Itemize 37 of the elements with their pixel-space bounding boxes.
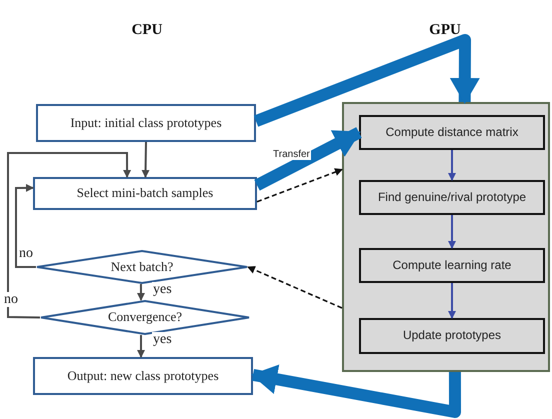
gpu-panel (342, 102, 550, 372)
arrow (448, 215, 456, 249)
node-text: Select mini-batch samples (76, 186, 214, 201)
arrow (448, 150, 456, 181)
node-text: Convergence? (108, 310, 182, 325)
arrow (7, 152, 132, 318)
node-text: Output: new class prototypes (67, 368, 219, 384)
process-box (33, 357, 253, 395)
arrow (136, 284, 145, 301)
process-box (359, 318, 545, 354)
node-text: Update prototypes (402, 329, 502, 343)
arrow (137, 335, 146, 358)
edge-label: no (3, 292, 19, 308)
column-heading: CPU (132, 22, 162, 39)
process-box (36, 104, 256, 142)
edge-label: yes (152, 282, 173, 298)
dashed-arrow (256, 168, 343, 202)
arrow (142, 142, 150, 178)
column-heading: GPU (429, 22, 461, 39)
edge-label: yes (152, 332, 173, 348)
transfer-arrow (254, 127, 362, 191)
arrow (448, 283, 456, 319)
node-text: Compute distance matrix (386, 126, 518, 140)
arrow (15, 184, 36, 268)
edge-label: Transfer (272, 149, 311, 160)
dashed-arrow (247, 266, 342, 309)
process-box (359, 180, 545, 215)
process-box (359, 115, 545, 150)
process-box (359, 248, 545, 283)
node-text: Compute learning rate (392, 258, 512, 272)
transfer-arrow (254, 34, 480, 127)
process-box (33, 177, 257, 210)
node-text: Input: initial class prototypes (70, 116, 222, 130)
decision-diamond (40, 300, 250, 335)
decision-diamond (36, 250, 248, 284)
node-text: Find genuine/rival prototype (378, 190, 526, 204)
node-text: Next batch? (110, 260, 174, 274)
